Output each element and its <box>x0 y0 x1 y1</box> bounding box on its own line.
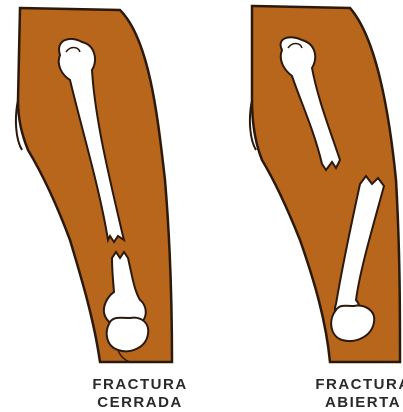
closed-fracture-caption: FRACTURA CERRADA <box>70 376 210 412</box>
open-caption-line2: ABIERTA <box>298 394 403 412</box>
open-caption-line1: FRACTURA <box>298 376 403 394</box>
open-fracture-illustration <box>250 6 400 362</box>
closed-caption-line2: CERRADA <box>70 394 210 412</box>
closed-caption-line1: FRACTURA <box>70 376 210 394</box>
closed-fracture-illustration <box>16 8 172 362</box>
open-fracture-caption: FRACTURA ABIERTA <box>298 376 403 412</box>
left-elbow-bone <box>107 318 149 352</box>
